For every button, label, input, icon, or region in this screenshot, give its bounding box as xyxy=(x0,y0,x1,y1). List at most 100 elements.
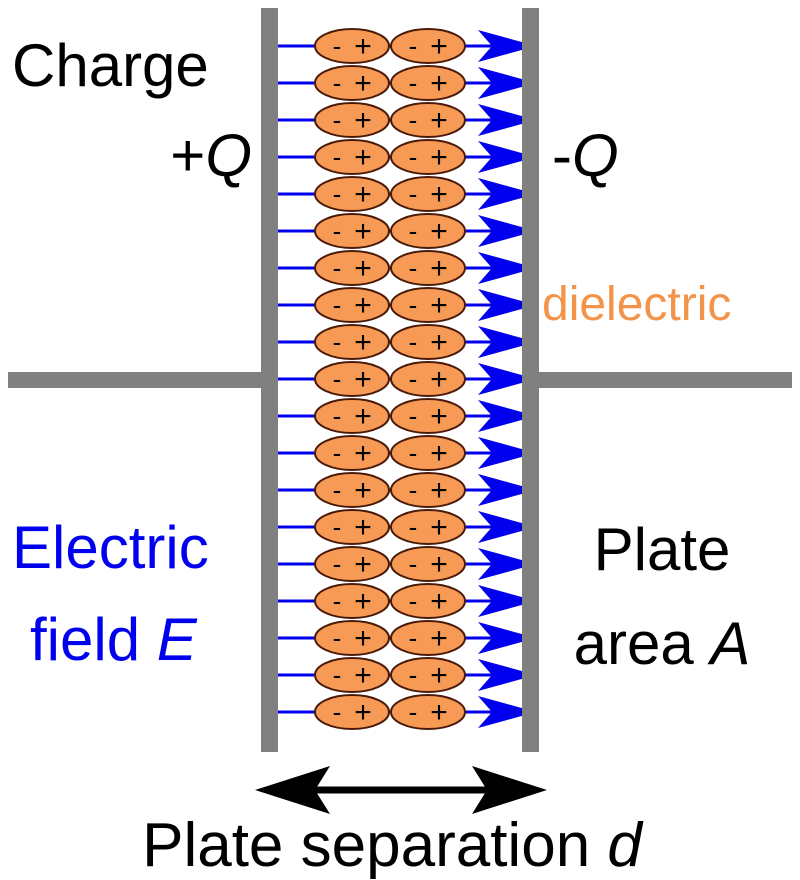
area-label: area A xyxy=(574,610,751,677)
dipole-ellipse xyxy=(390,472,466,508)
dipole-plus: + xyxy=(430,622,448,655)
dipole: -+ xyxy=(314,28,390,64)
dipole-minus: - xyxy=(409,512,418,542)
dipole-ellipse xyxy=(390,287,466,323)
field-arrowhead-icon xyxy=(478,141,536,173)
dipole-plus: + xyxy=(430,67,448,100)
dipole-minus: - xyxy=(333,179,342,209)
dipole-minus: - xyxy=(409,105,418,135)
dipole-plus: + xyxy=(430,696,448,729)
field-arrowhead-icon xyxy=(478,585,536,617)
dipole: -+ xyxy=(314,139,390,175)
a-symbol: A xyxy=(707,610,750,677)
dipole-minus: - xyxy=(333,364,342,394)
dipole-minus: - xyxy=(333,697,342,727)
dipole-minus: - xyxy=(409,401,418,431)
plus-q-label: +Q xyxy=(170,122,252,189)
dipole: -+ xyxy=(390,583,466,619)
dipole-ellipse xyxy=(314,694,390,730)
dipole-plus: + xyxy=(354,252,372,285)
dipole-minus: - xyxy=(333,475,342,505)
dipole-minus: - xyxy=(333,549,342,579)
dipole-ellipse xyxy=(314,398,390,434)
dipole-minus: - xyxy=(333,216,342,246)
dipole-ellipse xyxy=(314,361,390,397)
dielectric-label: dielectric xyxy=(542,278,731,331)
field-arrowhead-icon xyxy=(478,104,536,136)
field-arrowhead-icon xyxy=(478,548,536,580)
dipole-plus: + xyxy=(430,252,448,285)
dipole-plus: + xyxy=(354,326,372,359)
field-row: -+-+ xyxy=(270,657,536,693)
dipole-ellipse xyxy=(314,102,390,138)
field-arrowhead-icon xyxy=(478,289,536,321)
field-arrowhead-icon xyxy=(478,67,536,99)
dipole-ellipse xyxy=(390,102,466,138)
dipole-minus: - xyxy=(333,253,342,283)
dipole: -+ xyxy=(390,65,466,101)
field-row: -+-+ xyxy=(270,583,536,619)
field-row: -+-+ xyxy=(270,620,536,656)
dipole-plus: + xyxy=(354,548,372,581)
dipole-minus: - xyxy=(409,290,418,320)
dipole: -+ xyxy=(314,250,390,286)
dipole: -+ xyxy=(390,28,466,64)
dipole-minus: - xyxy=(333,512,342,542)
dipole: -+ xyxy=(314,620,390,656)
dipole-plus: + xyxy=(354,363,372,396)
dipole-minus: - xyxy=(409,142,418,172)
dipole-plus: + xyxy=(430,585,448,618)
dipole: -+ xyxy=(390,139,466,175)
dipole-plus: + xyxy=(354,585,372,618)
field-row: -+-+ xyxy=(270,28,536,64)
dipole-plus: + xyxy=(354,696,372,729)
minus-sign: - xyxy=(552,122,572,189)
dipole: -+ xyxy=(314,657,390,693)
dipole-minus: - xyxy=(409,438,418,468)
dipole-plus: + xyxy=(430,511,448,544)
dipole-plus: + xyxy=(354,141,372,174)
dipole-minus: - xyxy=(409,623,418,653)
dipole-ellipse xyxy=(314,546,390,582)
dipole-plus: + xyxy=(430,400,448,433)
dipole-minus: - xyxy=(409,216,418,246)
dipole-ellipse xyxy=(390,583,466,619)
dipole-plus: + xyxy=(430,326,448,359)
right-wire xyxy=(538,372,792,388)
dipole-plus: + xyxy=(430,363,448,396)
dipole-ellipse xyxy=(390,620,466,656)
dipole-plus: + xyxy=(354,474,372,507)
dipole-plus: + xyxy=(354,215,372,248)
dipole-minus: - xyxy=(333,142,342,172)
dipole-plus: + xyxy=(354,30,372,63)
dipole-ellipse xyxy=(390,213,466,249)
separation-words: Plate separation xyxy=(142,811,607,880)
field-arrowhead-icon xyxy=(478,400,536,432)
dipole-minus: - xyxy=(333,31,342,61)
field-arrowhead-icon xyxy=(478,326,536,358)
dipole: -+ xyxy=(390,657,466,693)
area-word: area xyxy=(574,610,711,677)
dipole-plus: + xyxy=(354,67,372,100)
dipole-minus: - xyxy=(409,549,418,579)
plus-sign: + xyxy=(170,122,205,189)
dipole-minus: - xyxy=(333,68,342,98)
dipole: -+ xyxy=(390,435,466,471)
field-arrowhead-icon xyxy=(478,178,536,210)
charge-label: Charge xyxy=(12,32,209,99)
dipole-plus: + xyxy=(430,474,448,507)
dipole: -+ xyxy=(390,250,466,286)
field-row: -+-+ xyxy=(270,213,536,249)
dipole-minus: - xyxy=(409,179,418,209)
dipole-plus: + xyxy=(354,178,372,211)
dipole-minus: - xyxy=(409,68,418,98)
dipole-ellipse xyxy=(390,657,466,693)
field-row: -+-+ xyxy=(270,435,536,471)
dipole-plus: + xyxy=(430,104,448,137)
dipole: -+ xyxy=(390,472,466,508)
dipole-plus: + xyxy=(430,548,448,581)
dipole: -+ xyxy=(314,324,390,360)
dipole: -+ xyxy=(314,435,390,471)
field-row: -+-+ xyxy=(270,361,536,397)
dipole-minus: - xyxy=(409,475,418,505)
